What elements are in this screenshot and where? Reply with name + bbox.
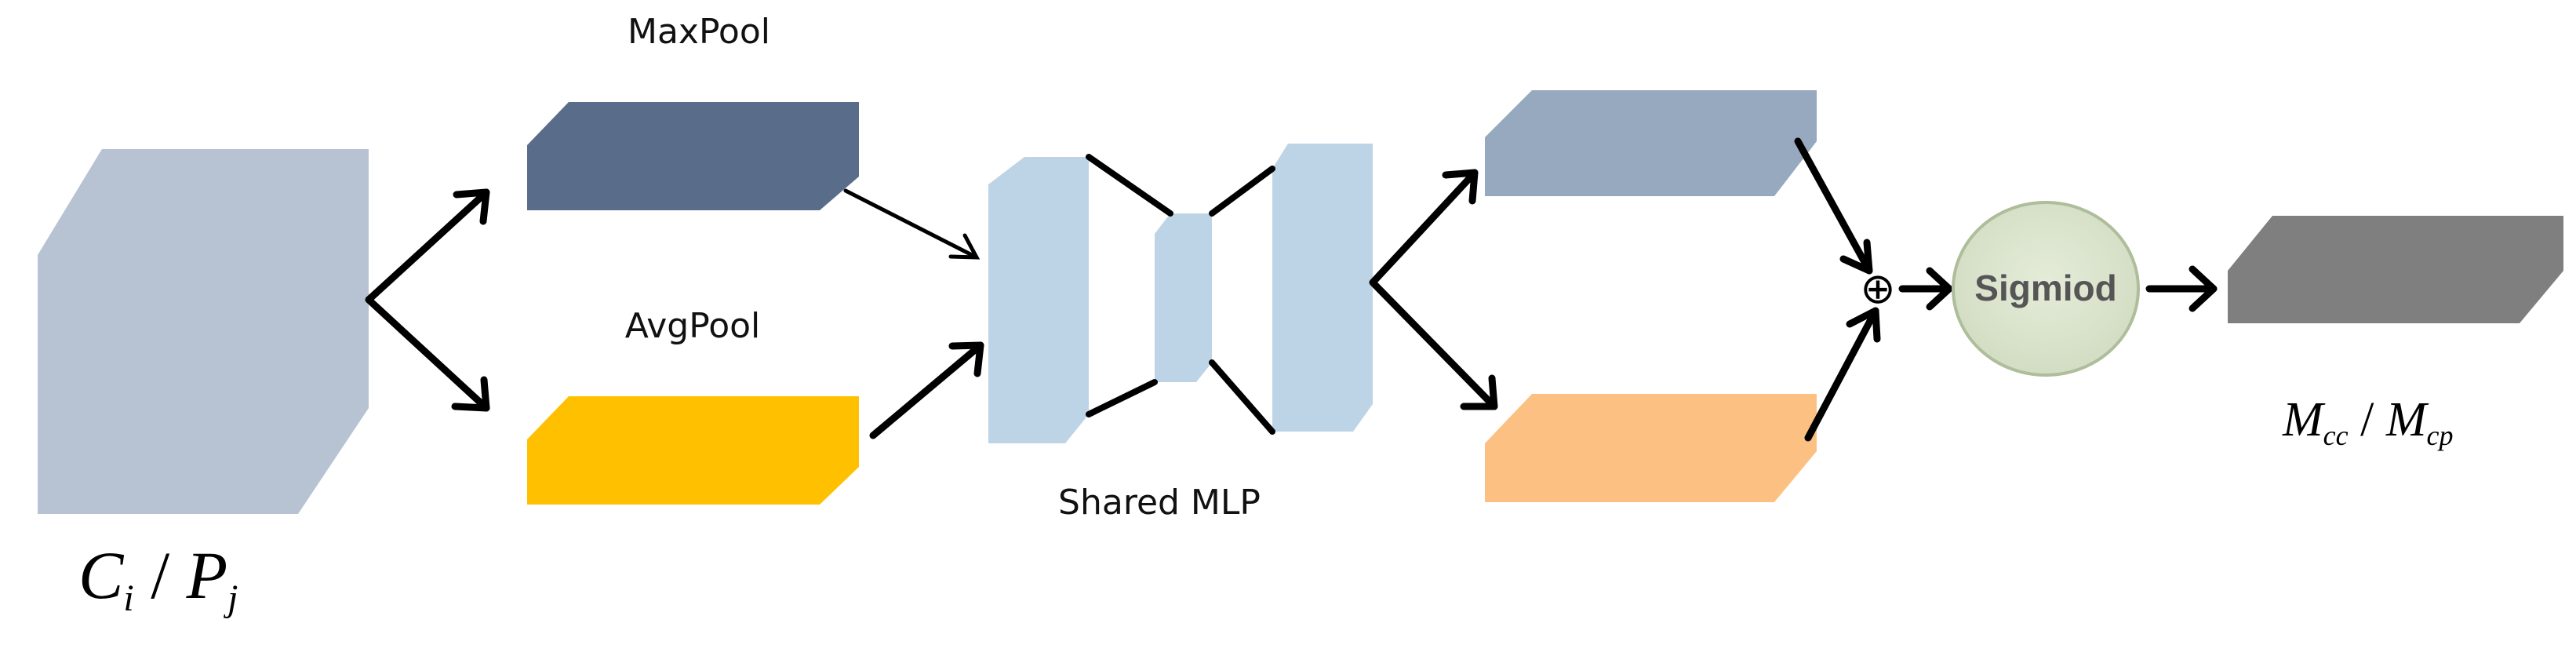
input-label-sub1: i — [123, 578, 133, 619]
avgpool-label: AvgPool — [625, 306, 761, 346]
maxpool-block — [527, 102, 859, 210]
avgpool-block — [527, 396, 859, 505]
input-label-main1: C — [78, 538, 125, 613]
mlp-max-output-block — [1485, 90, 1817, 196]
input-branch-arrows — [365, 188, 490, 412]
output-label-sub2: cp — [2427, 420, 2454, 451]
sigmoid-to-output-arrow — [2145, 265, 2218, 312]
output-label-sub1: cc — [2323, 420, 2349, 451]
add-to-sigmoid-arrow — [1898, 267, 1953, 311]
output-attention-block — [2228, 216, 2563, 323]
mlp-output-layer — [1272, 144, 1373, 432]
input-label-sep: / — [134, 538, 187, 613]
shared-mlp — [988, 144, 1373, 443]
output-label-sep: / — [2349, 393, 2386, 446]
mlp-branch-arrows — [1369, 169, 1498, 410]
mlp-input-layer — [988, 157, 1089, 443]
output-label-main1: M — [2282, 393, 2326, 446]
input-feature-block — [38, 149, 369, 514]
mlp-hidden-layer — [1155, 213, 1212, 382]
mlp-avg-output-block — [1485, 394, 1817, 502]
sigmoid-node — [1952, 201, 2140, 377]
merge-arrows — [1794, 137, 1881, 442]
shared-mlp-label: Shared MLP — [1058, 483, 1261, 523]
sigmoid-label: Sigmiod — [1974, 268, 2116, 308]
elementwise-add-symbol: ⊕ — [1860, 264, 1895, 313]
output-label: Mcc / Mcp — [2282, 393, 2454, 451]
maxpool-label: MaxPool — [628, 12, 770, 52]
input-label-main2: P — [186, 538, 228, 613]
output-label-main2: M — [2385, 393, 2429, 446]
pool-to-mlp-arrows — [843, 188, 984, 439]
input-label: Ci / Pj — [78, 538, 238, 619]
